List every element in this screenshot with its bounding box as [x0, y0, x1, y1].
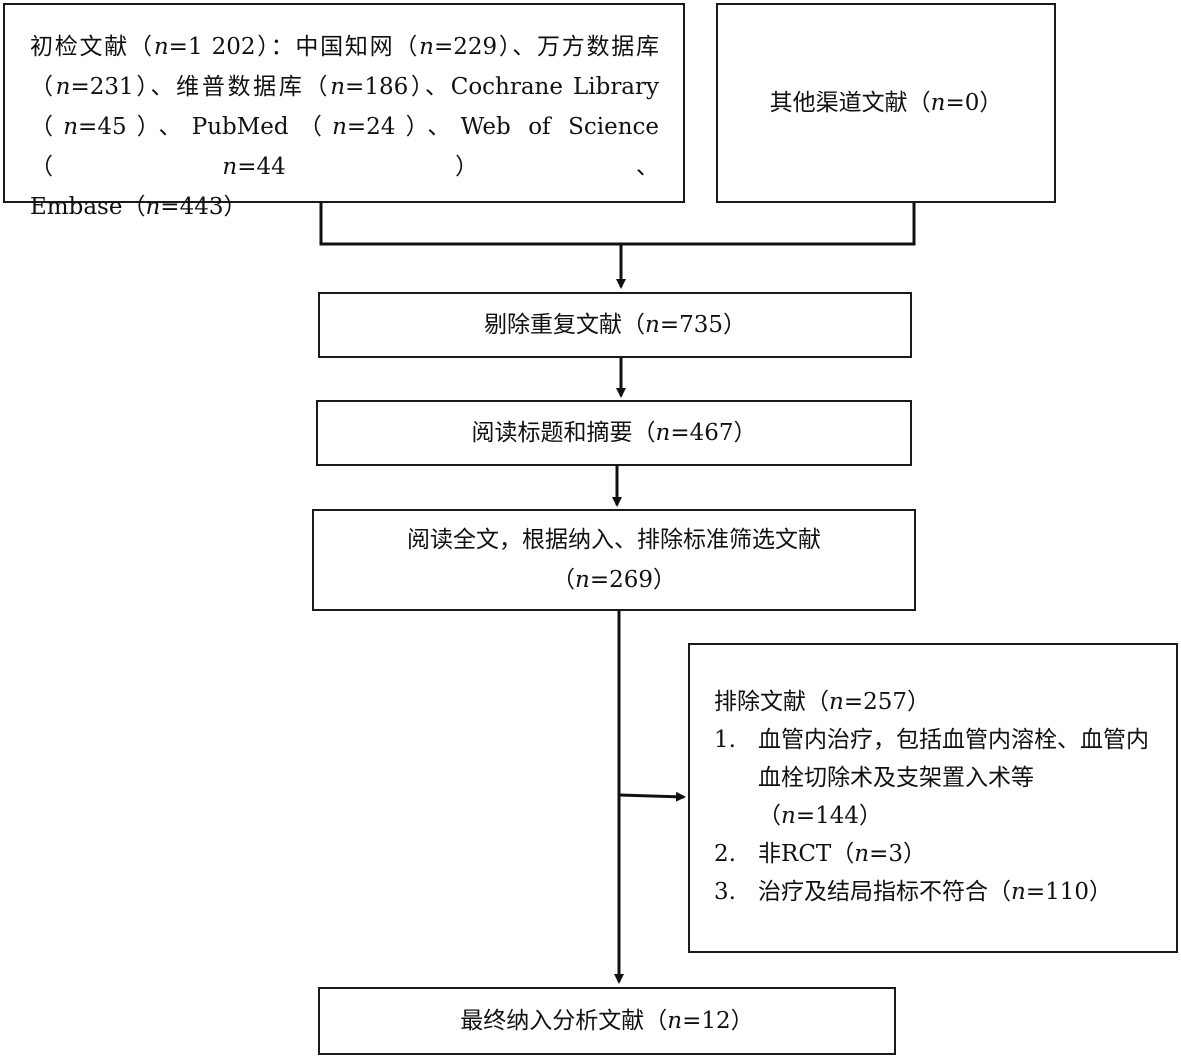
fulltext-line-1: 阅读全文，根据纳入、排除标准筛选文献 — [407, 527, 821, 553]
arrow-to-excluded — [618, 791, 686, 802]
dedup-box: 剔除重复文献（n=735） — [318, 292, 912, 358]
excluded-item-number: 3. — [714, 879, 736, 905]
final-text: 最终纳入分析文献（n=12） — [460, 1008, 754, 1034]
excluded-item: 2. 非RCT（n=3） — [714, 835, 1152, 873]
other-sources-box: 其他渠道文献（n=0） — [716, 3, 1056, 203]
excluded-item-text: 非RCT（n=3） — [758, 841, 927, 867]
fulltext-line-2: （n=269） — [551, 567, 676, 593]
fulltext-box: 阅读全文，根据纳入、排除标准筛选文献 （n=269） — [312, 509, 916, 611]
initial-line-2: （n=231）、维普数据库（n=186）、Cochrane Library — [30, 74, 660, 100]
initial-line-3: （n=45）、PubMed（n=24）、Web of Science （n=44… — [30, 114, 659, 180]
excluded-item-text: 血管内治疗，包括血管内溶栓、血管内血栓切除术及支架置入术等（n=144） — [758, 727, 1149, 829]
title-abstract-text: 阅读标题和摘要（n=467） — [471, 420, 757, 446]
dedup-text: 剔除重复文献（n=735） — [483, 312, 746, 338]
final-box: 最终纳入分析文献（n=12） — [318, 987, 896, 1055]
excluded-item-number: 2. — [714, 841, 736, 867]
other-sources-text: 其他渠道文献（n=0） — [769, 90, 1003, 116]
excluded-box: 排除文献（n=257） 1. 血管内治疗，包括血管内溶栓、血管内血栓切除术及支架… — [688, 643, 1178, 953]
initial-line-4: Embase（n=443） — [30, 194, 247, 220]
initial-line-1: 初检文献（n=1 202）：中国知网（n=229）、万方数据库 — [30, 34, 660, 60]
merge-line — [319, 203, 916, 246]
excluded-item: 3. 治疗及结局指标不符合（n=110） — [714, 873, 1152, 911]
excluded-item-text: 治疗及结局指标不符合（n=110） — [758, 879, 1113, 905]
title-abstract-box: 阅读标题和摘要（n=467） — [316, 400, 912, 466]
excluded-title: 排除文献（n=257） — [714, 689, 931, 715]
excluded-item-number: 1. — [714, 727, 736, 753]
initial-search-box: 初检文献（n=1 202）：中国知网（n=229）、万方数据库 （n=231）、… — [3, 3, 685, 220]
excluded-item: 1. 血管内治疗，包括血管内溶栓、血管内血栓切除术及支架置入术等（n=144） — [714, 721, 1152, 835]
